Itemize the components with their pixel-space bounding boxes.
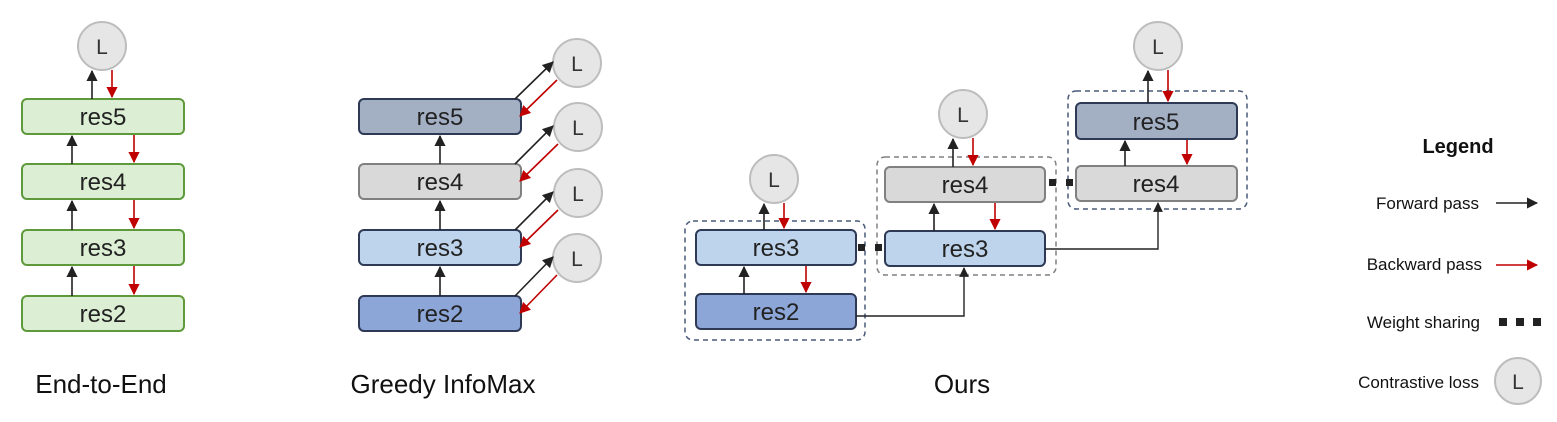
ours-g3-loss-node: L [1133,21,1183,71]
legend-loss-symbol: L [1512,371,1524,394]
gim-loss-label: L [571,248,583,271]
gim-forward-arrow [514,125,554,165]
gim-loss-node-res4: L [553,102,603,152]
gim-block-res3-label: res3 [417,235,464,262]
gim-caption: Greedy InfoMax [351,369,536,399]
legend: Legend Forward pass Backward pass Weight… [1358,136,1542,405]
end-to-end-panel: L res5 res4 res3 res2 End-to-End [21,21,185,399]
ours-weight-sharing-link [1049,179,1073,186]
gim-loss-label: L [572,117,584,140]
gim-backward-arrow [519,209,559,248]
ours-g1-block-res3-label: res3 [753,235,800,262]
gim-loss-node-res2: L [552,233,602,283]
ours-g3-loss-label: L [1152,36,1164,59]
gim-forward-arrow [514,61,554,100]
ours-g3-block-res4: res4 [1075,165,1238,202]
e2e-block-res4: res4 [21,163,185,200]
gim-block-res5-label: res5 [417,104,464,131]
gim-block-res2: res2 [358,295,522,332]
gim-backward-arrow [519,274,558,314]
ours-g3-block-res5-label: res5 [1133,109,1180,136]
legend-sharing-dots [1499,318,1541,326]
gim-backward-arrow [519,79,558,117]
ours-group1-box [684,220,866,341]
ours-g2-block-res4: res4 [884,166,1046,203]
gim-block-res3: res3 [358,229,522,266]
gim-block-res4: res4 [358,163,522,200]
e2e-block-res3-label: res3 [80,235,127,262]
legend-loss-node: L [1494,357,1542,405]
ours-g1-block-res3: res3 [695,229,857,266]
legend-title: Legend [1422,136,1493,158]
ours-g1-block-res2: res2 [695,293,857,330]
ours-panel: res3 res2 L res4 res3 L [684,21,1248,399]
gim-loss-label: L [572,183,584,206]
ours-g1-loss-node: L [749,154,799,204]
gim-forward-arrow [514,191,554,231]
ours-cross-forward-connector [1045,202,1163,250]
e2e-caption: End-to-End [35,369,167,399]
e2e-block-res5-label: res5 [80,104,127,131]
ours-cross-forward-connector [856,267,969,317]
gim-backward-arrow [519,143,559,182]
e2e-block-res3: res3 [21,229,185,266]
legend-sharing-label: Weight sharing [1367,313,1480,332]
e2e-loss-node: L [77,21,127,71]
ours-weight-sharing-link [858,244,882,251]
gim-block-res2-label: res2 [417,301,464,328]
greedy-infomax-panel: res5 res4 res3 res2 L L L [351,38,603,399]
e2e-block-res2-label: res2 [80,301,127,328]
legend-forward-label: Forward pass [1376,194,1479,213]
gim-loss-node-res5: L [552,38,602,88]
e2e-block-res5: res5 [21,98,185,135]
ours-g2-block-res3-label: res3 [942,236,989,263]
ours-g1-block-res2-label: res2 [753,299,800,326]
e2e-loss-label: L [96,36,108,59]
ours-g3-block-res5: res5 [1075,102,1238,140]
ours-g3-block-res4-label: res4 [1133,171,1180,198]
gim-loss-label: L [571,53,583,76]
ours-caption: Ours [934,369,990,399]
legend-backward-label: Backward pass [1367,255,1482,274]
ours-g1-loss-label: L [768,169,780,192]
gim-forward-arrow [514,256,554,297]
ours-g2-block-res4-label: res4 [942,172,989,199]
e2e-block-res2: res2 [21,295,185,332]
legend-contrastive-label: Contrastive loss [1358,373,1479,392]
gim-block-res5: res5 [358,98,522,135]
gim-block-res4-label: res4 [417,169,464,196]
gim-loss-node-res3: L [553,168,603,218]
e2e-block-res4-label: res4 [80,169,127,196]
ours-g2-block-res3: res3 [884,230,1046,267]
ours-g2-loss-label: L [957,104,969,127]
ours-g2-loss-node: L [938,89,988,139]
